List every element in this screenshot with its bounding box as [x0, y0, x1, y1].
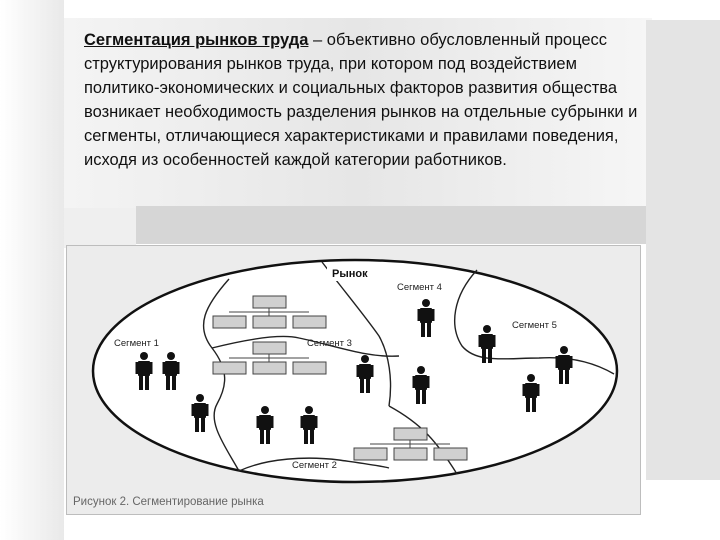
org-chart-icon [353, 427, 468, 461]
segment-label-5: Сегмент 5 [512, 320, 557, 331]
definition-term: Сегментация рынков труда [84, 31, 309, 49]
market-label: Рынок [332, 268, 368, 280]
definition-paragraph: Сегментация рынков труда – объективно об… [84, 28, 654, 172]
market-segmentation-figure: Рынок Сегмент 1 Сегмент 2 Сегмент 3 Сегм… [66, 245, 641, 515]
definition-body: – объективно обусловленный процесс струк… [84, 31, 638, 169]
segment-label-3: Сегмент 3 [307, 338, 352, 349]
segmentation-diagram: Рынок Сегмент 1 Сегмент 2 Сегмент 3 Сегм… [91, 258, 619, 484]
segment-label-2: Сегмент 2 [292, 460, 337, 471]
segment-label-4: Сегмент 4 [397, 282, 442, 293]
figure-caption: Рисунок 2. Сегментирование рынка [73, 496, 264, 508]
org-chart-icon [212, 341, 327, 375]
segment-label-1: Сегмент 1 [114, 338, 159, 349]
org-chart-icon [212, 295, 327, 329]
